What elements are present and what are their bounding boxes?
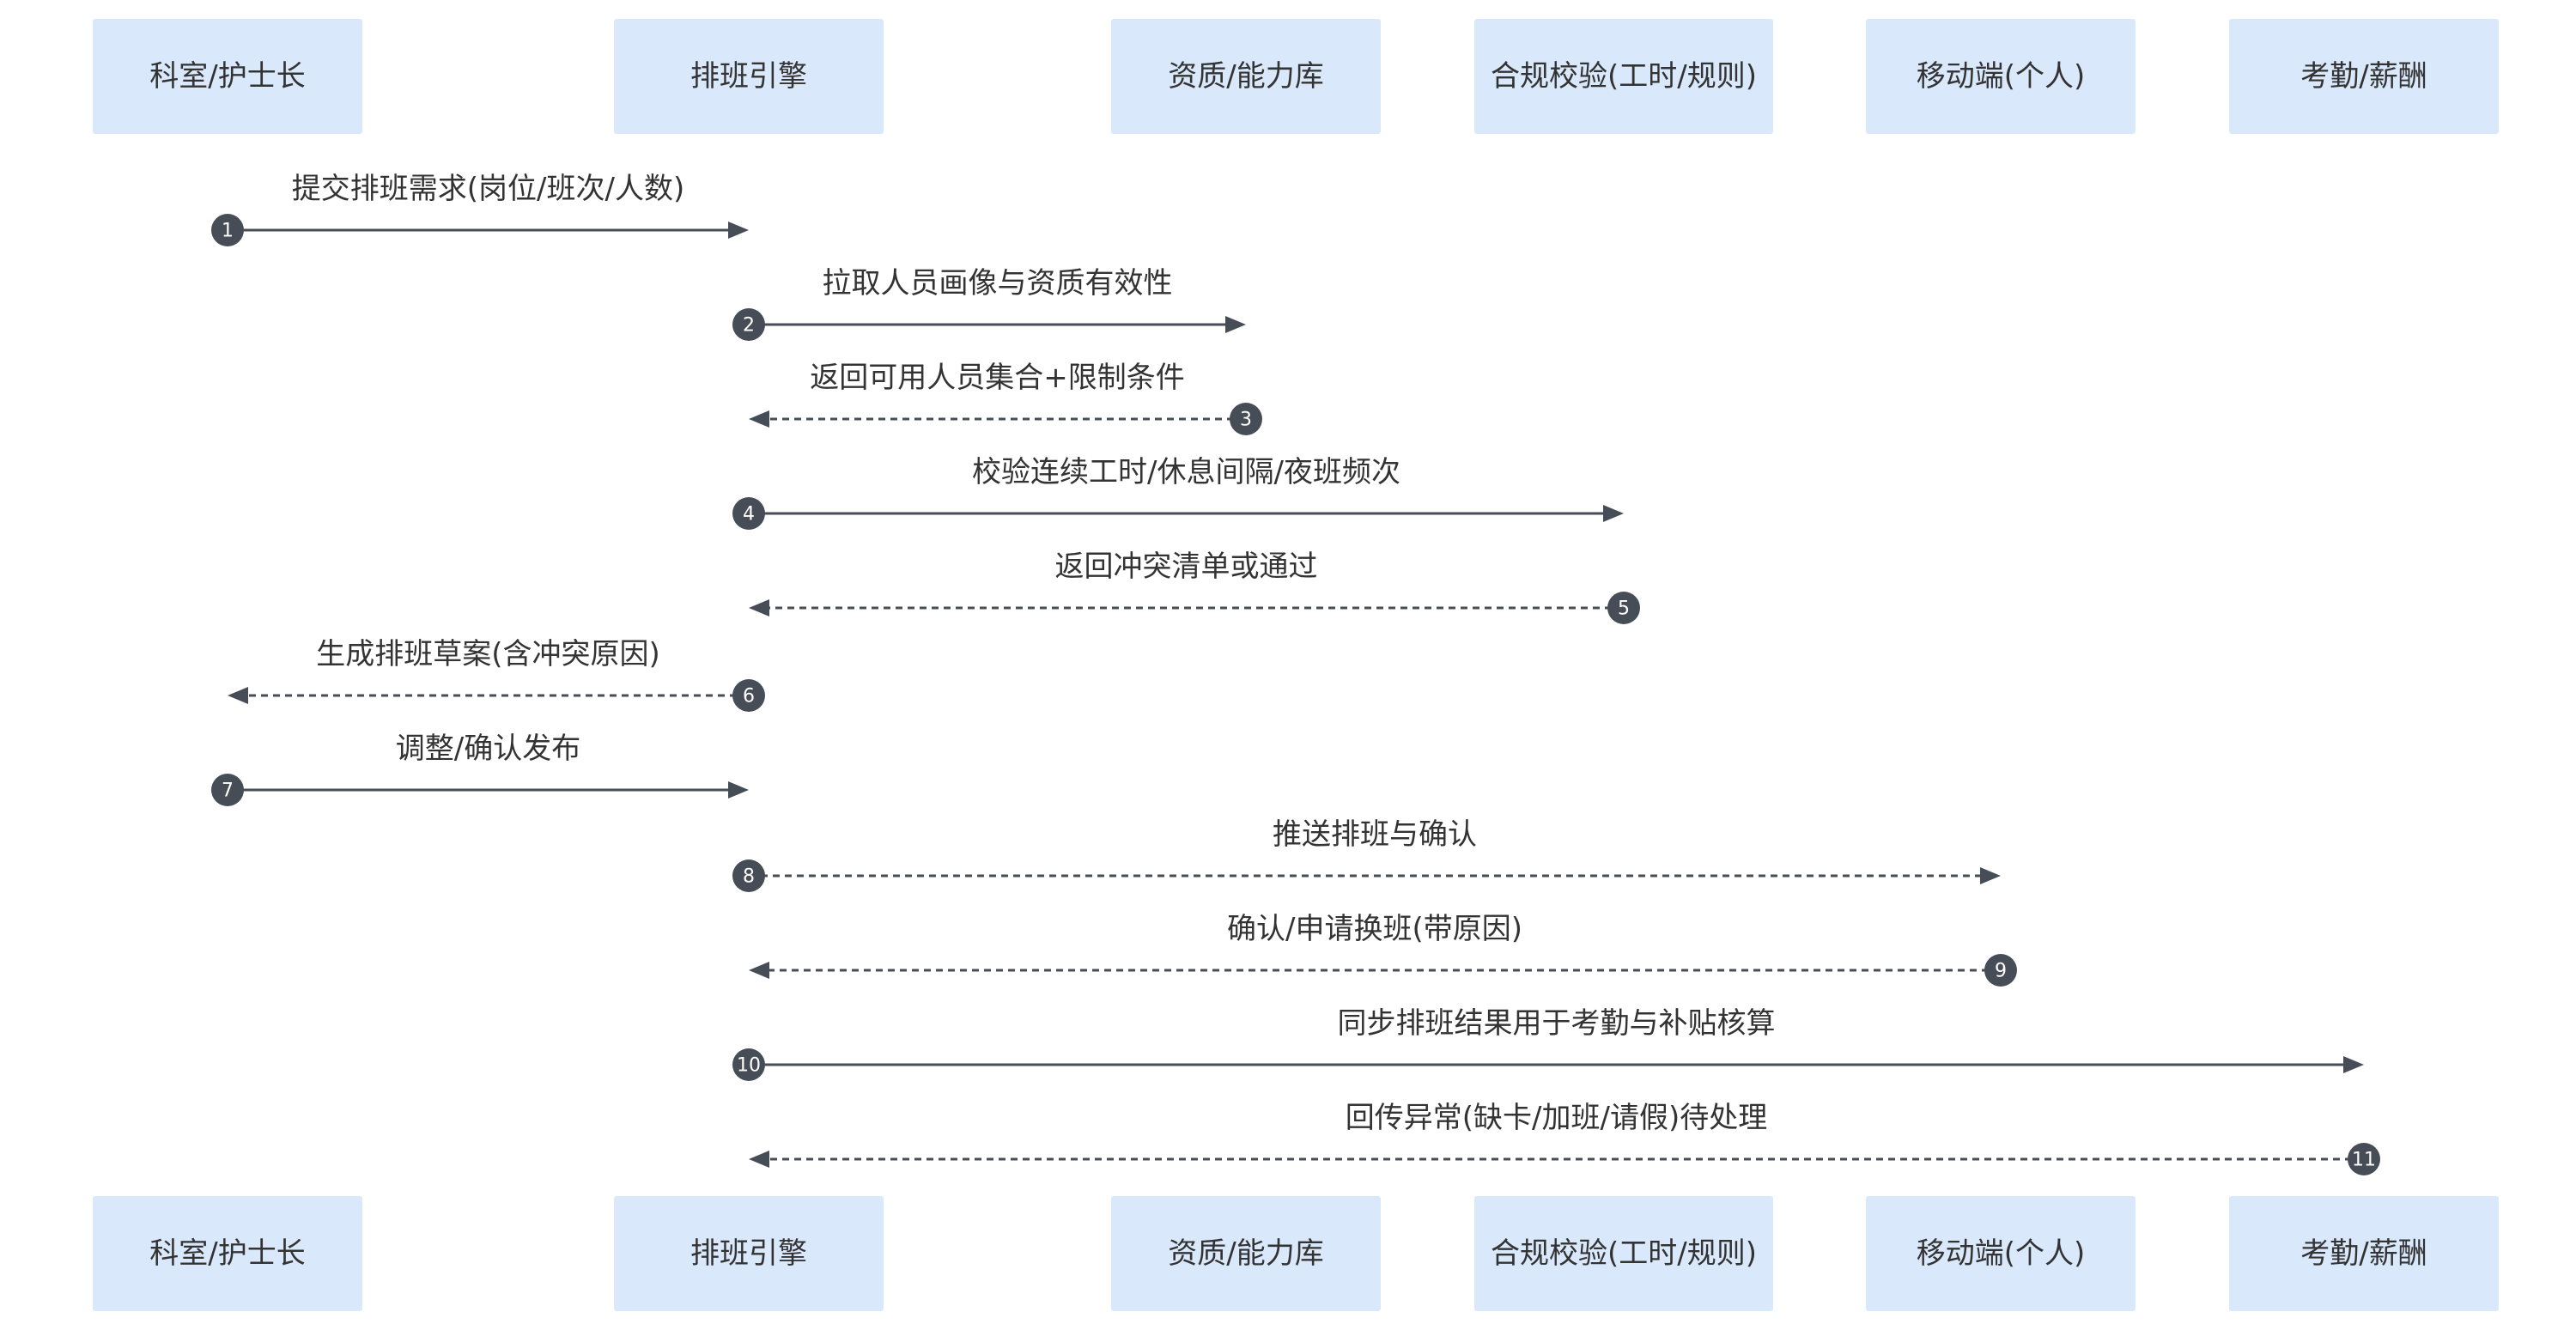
step-number-badge: [732, 308, 765, 341]
message-label: 返回冲突清单或通过: [1055, 550, 1318, 584]
message-11: 11 回传异常(缺卡/加班/请假)待处理: [749, 1101, 2380, 1175]
arrowhead: [749, 962, 769, 979]
message-label: 返回可用人员集合+限制条件: [810, 361, 1185, 395]
message-label: 确认/申请换班(带原因): [1227, 912, 1522, 946]
message-6: 6 生成排班草案(含冲突原因): [228, 637, 765, 712]
actor-qual-top: 资质/能力库: [1111, 19, 1381, 134]
step-number-badge: [1984, 954, 2017, 987]
step-number: 5: [1618, 598, 1630, 620]
arrowhead: [749, 1151, 769, 1168]
actor-payroll-bottom: 考勤/薪酬: [2229, 1196, 2499, 1311]
arrowhead: [728, 781, 749, 799]
actor-label: 考勤/薪酬: [2300, 59, 2427, 94]
message-label: 回传异常(缺卡/加班/请假)待处理: [1346, 1101, 1767, 1135]
message-3: 3 返回可用人员集合+限制条件: [749, 361, 1262, 435]
actor-mobile-bottom: 移动端(个人): [1866, 1196, 2136, 1311]
message-4: 4 校验连续工时/休息间隔/夜班频次: [732, 455, 1624, 530]
arrowhead: [749, 599, 769, 616]
actor-label: 科室/护士长: [149, 1236, 305, 1271]
step-number: 2: [743, 315, 755, 337]
step-number: 11: [2352, 1150, 2376, 1171]
actor-box: [2229, 1196, 2499, 1311]
actor-box: [2229, 19, 2499, 134]
step-number: 9: [1995, 961, 2007, 982]
message-7: 7 调整/确认发布: [211, 732, 749, 806]
arrowhead: [1603, 505, 1624, 522]
message-label: 生成排班草案(含冲突原因): [316, 637, 660, 671]
step-number-badge: [1607, 592, 1640, 624]
actor-payroll-top: 考勤/薪酬: [2229, 19, 2499, 134]
actor-label: 合规校验(工时/规则): [1491, 1236, 1757, 1271]
step-number: 3: [1240, 410, 1252, 431]
actor-engine-bottom: 排班引擎: [614, 1196, 884, 1311]
actor-box: [1111, 1196, 1381, 1311]
actor-compliance-top: 合规校验(工时/规则): [1474, 19, 1773, 134]
step-number-badge: [2348, 1143, 2380, 1175]
message-5: 5 返回冲突清单或通过: [749, 550, 1640, 624]
actor-label: 排班引擎: [690, 59, 807, 94]
arrowhead: [2343, 1056, 2364, 1073]
message-label: 调整/确认发布: [396, 732, 580, 766]
actor-label: 移动端(个人): [1917, 1236, 2086, 1271]
step-number: 6: [743, 686, 755, 708]
arrowhead: [749, 410, 769, 428]
actor-label: 移动端(个人): [1917, 59, 2086, 94]
message-2: 2 拉取人员画像与资质有效性: [732, 266, 1246, 341]
actor-label: 资质/能力库: [1168, 59, 1323, 94]
step-number: 4: [743, 504, 755, 525]
message-10: 10 同步排班结果用于考勤与补贴核算: [732, 1006, 2364, 1081]
actor-engine-top: 排班引擎: [614, 19, 884, 134]
message-label: 校验连续工时/休息间隔/夜班频次: [972, 455, 1400, 489]
arrowhead: [728, 222, 749, 239]
actor-label: 科室/护士长: [149, 59, 305, 94]
step-number-badge: [1230, 403, 1262, 435]
actor-box: [1474, 19, 1773, 134]
message-9: 9 确认/申请换班(带原因): [749, 912, 2017, 987]
actor-box: [1866, 19, 2136, 134]
actor-label: 合规校验(工时/规则): [1491, 59, 1757, 94]
actor-qual-bottom: 资质/能力库: [1111, 1196, 1381, 1311]
step-number: 8: [743, 866, 755, 888]
actor-label: 考勤/薪酬: [2300, 1236, 2427, 1271]
actor-box: [1866, 1196, 2136, 1311]
step-number-badge: [732, 1048, 765, 1081]
actor-box: [614, 19, 884, 134]
step-number: 1: [222, 221, 234, 242]
arrowhead: [228, 687, 248, 704]
actor-label: 排班引擎: [690, 1236, 807, 1271]
message-1: 1 提交排班需求(岗位/班次/人数): [211, 172, 749, 246]
actor-box: [93, 1196, 362, 1311]
step-number-badge: [732, 497, 765, 530]
step-number-badge: [732, 859, 765, 892]
message-8: 8 推送排班与确认: [732, 817, 2001, 892]
actor-dept-bottom: 科室/护士长: [93, 1196, 362, 1311]
arrowhead: [1980, 867, 2001, 884]
actor-dept-top: 科室/护士长: [93, 19, 362, 134]
actor-label: 资质/能力库: [1168, 1236, 1323, 1271]
actor-compliance-bottom: 合规校验(工时/规则): [1474, 1196, 1773, 1311]
step-number-badge: [211, 214, 244, 246]
message-label: 拉取人员画像与资质有效性: [823, 266, 1173, 301]
actor-box: [1111, 19, 1381, 134]
actor-box: [614, 1196, 884, 1311]
step-number-badge: [211, 774, 244, 806]
message-label: 推送排班与确认: [1273, 817, 1477, 852]
step-number: 10: [737, 1055, 761, 1077]
actor-mobile-top: 移动端(个人): [1866, 19, 2136, 134]
step-number: 7: [222, 780, 234, 802]
actor-box: [93, 19, 362, 134]
arrowhead: [1225, 316, 1246, 333]
message-label: 提交排班需求(岗位/班次/人数): [292, 172, 684, 206]
message-label: 同步排班结果用于考勤与补贴核算: [1338, 1006, 1776, 1041]
step-number-badge: [732, 679, 765, 712]
actor-box: [1474, 1196, 1773, 1311]
